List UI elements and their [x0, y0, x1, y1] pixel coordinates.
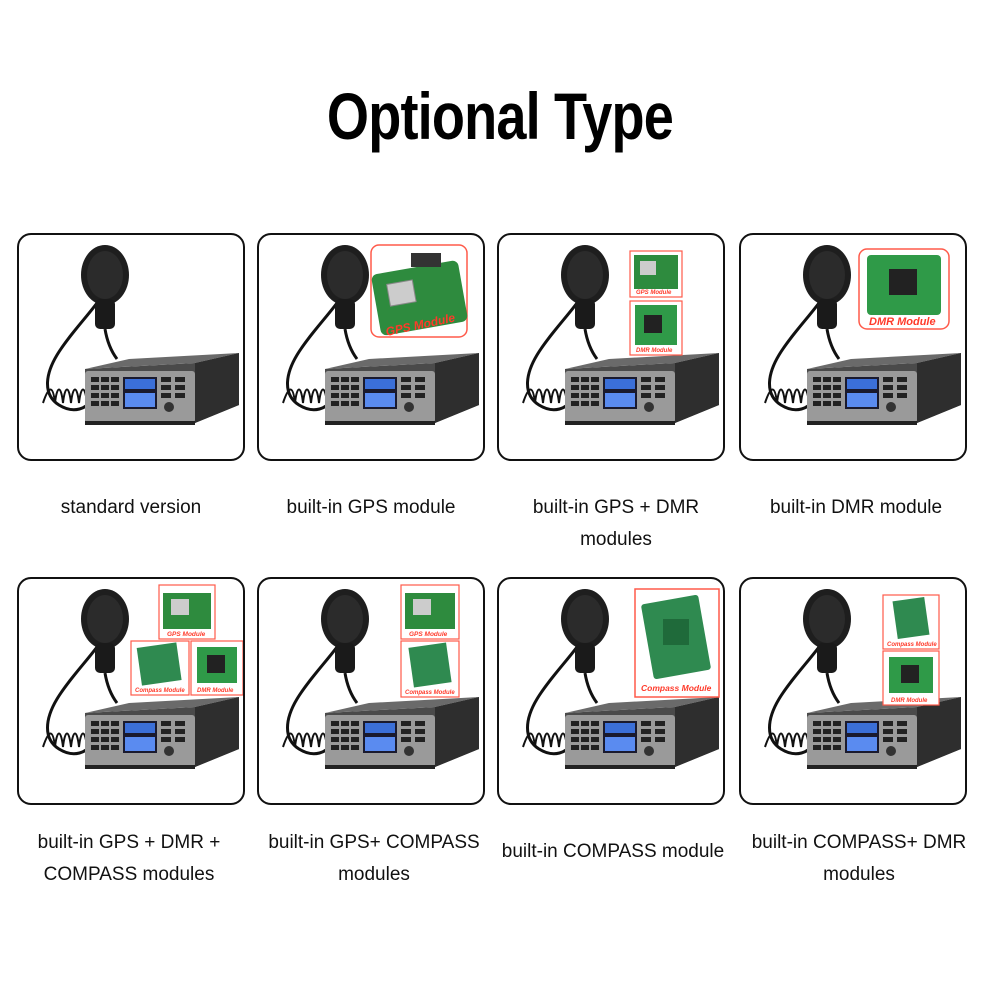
option-caption: standard version: [60, 497, 202, 518]
coiled-cable-icon: [282, 732, 328, 748]
option-caption: built-in COMPASS+ DMR modules: [751, 832, 967, 885]
option-card-gps[interactable]: GPS Module: [257, 233, 485, 461]
option-card-standard[interactable]: [17, 233, 245, 461]
option-caption: built-in DMR module: [769, 497, 943, 518]
hand-microphone-icon: [286, 245, 369, 412]
compass-module-label: Compass Module: [135, 688, 185, 694]
coiled-cable-icon: [522, 388, 568, 404]
compass-module-label: Compass Module: [641, 683, 712, 693]
radio-transceiver-icon: [807, 697, 961, 769]
coiled-cable-icon: [42, 388, 88, 404]
radio-image: Compass Module DMR Module: [764, 589, 961, 769]
dmr-module-label: DMR Module: [891, 698, 928, 704]
gps-module-label: GPS Module: [167, 631, 206, 638]
radio-image: GPS Module: [282, 244, 479, 425]
radio-transceiver-icon: [565, 353, 719, 425]
option-card-compass[interactable]: Compass Module: [497, 577, 725, 805]
hand-microphone-icon: [768, 589, 851, 756]
hand-microphone-icon: [526, 589, 609, 756]
coiled-cable-icon: [764, 388, 810, 404]
compass-module-board: [408, 642, 452, 688]
radio-transceiver-icon: [325, 697, 479, 769]
option-caption: built-in GPS + DMR modules: [532, 497, 700, 550]
gps-module-board: [371, 260, 468, 336]
radio-image: GPS Module Compass Module: [282, 584, 479, 769]
option-caption: built-in GPS + DMR + COMPASS modules: [37, 832, 221, 885]
gps-module-label: GPS Module: [636, 290, 672, 296]
gps-module-label: GPS Module: [409, 631, 448, 638]
option-caption: built-in GPS module: [286, 497, 456, 518]
option-caption: built-in COMPASS module: [501, 841, 725, 862]
radio-image: Compass Module: [522, 588, 720, 769]
option-card-gps-dmr[interactable]: GPS Module DMR Module: [497, 233, 725, 461]
radio-image: GPS Module DMR Module: [522, 245, 719, 425]
hand-microphone-icon: [286, 589, 369, 756]
radio-transceiver-icon: [807, 353, 961, 425]
radio-transceiver-icon: [85, 697, 239, 769]
hand-microphone-icon: [526, 245, 609, 412]
option-card-dmr[interactable]: DMR Module: [739, 233, 967, 461]
dmr-module-label: DMR Module: [197, 688, 234, 694]
compass-module-label: Compass Module: [405, 690, 455, 696]
coiled-cable-icon: [42, 732, 88, 748]
radio-image: DMR Module: [764, 245, 961, 425]
dmr-module-label: DMR Module: [636, 348, 673, 354]
radio-transceiver-icon: [565, 697, 719, 769]
coiled-cable-icon: [282, 388, 328, 404]
radio-transceiver-icon: [85, 353, 239, 425]
radio-transceiver-icon: [325, 353, 479, 425]
option-card-compass-dmr[interactable]: Compass Module DMR Module: [739, 577, 967, 805]
option-card-gps-dmr-compass[interactable]: GPS Module Compass Module DMR Module: [17, 577, 245, 805]
hand-microphone-icon: [46, 245, 129, 412]
coiled-cable-icon: [522, 732, 568, 748]
coiled-cable-icon: [764, 732, 810, 748]
radio-image: [42, 245, 239, 425]
page-title: Optional Type: [326, 79, 674, 153]
hand-microphone-icon: [46, 589, 129, 756]
compass-module-board: [136, 642, 182, 686]
compass-module-board: [892, 596, 930, 640]
radio-image: GPS Module Compass Module DMR Module: [42, 584, 243, 769]
dmr-module-label: DMR Module: [869, 316, 936, 328]
hand-microphone-icon: [768, 245, 851, 412]
option-caption: built-in GPS+ COMPASS modules: [268, 832, 480, 885]
compass-module-label: Compass Module: [887, 642, 937, 648]
option-card-gps-compass[interactable]: GPS Module Compass Module: [257, 577, 485, 805]
